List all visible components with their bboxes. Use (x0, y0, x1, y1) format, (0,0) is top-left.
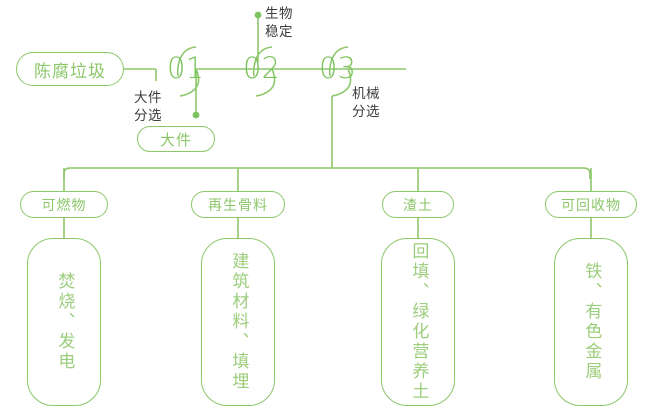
outcome-box-recyclables[interactable]: 铁、有色金属 (554, 238, 628, 406)
step-label-bulky-sorting: 大件 分选 (134, 90, 162, 126)
step-number-03[interactable]: 03 (319, 51, 356, 85)
dot-bio-branch (254, 11, 262, 19)
step-label-mechanical-sorting-line1: 机械 (352, 86, 380, 102)
outcome-text-recycled-aggregate: 建筑材料、填埋 (228, 252, 249, 392)
outcome-box-recycled-aggregate[interactable]: 建筑材料、填埋 (201, 238, 275, 406)
source-node-aged-waste[interactable]: 陈腐垃圾 (16, 52, 124, 86)
outcome-text-recyclables: 铁、有色金属 (581, 262, 602, 382)
outcome-box-residue-soil[interactable]: 回填、绿化营养土 (381, 238, 455, 406)
step-number-02[interactable]: 02 (243, 51, 280, 85)
category-pill-combustible[interactable]: 可燃物 (20, 191, 108, 218)
outcome-text-combustible: 焚烧、发电 (54, 272, 75, 372)
step-label-mechanical-sorting-line2: 分选 (352, 103, 380, 120)
step-label-mechanical-sorting: 机械 分选 (352, 86, 380, 122)
dot-bulky-branch (192, 111, 200, 119)
category-pill-residue-soil[interactable]: 渣土 (382, 191, 454, 218)
outcome-text-residue-soil: 回填、绿化营养土 (408, 242, 429, 402)
distribution-bus (63, 167, 591, 179)
step-label-bio-stabilization-line2: 稳定 (265, 23, 293, 40)
step-label-bulky-sorting-line1: 大件 (134, 90, 162, 106)
output-node-bulky[interactable]: 大件 (137, 126, 215, 152)
step-number-01[interactable]: 01 (167, 51, 204, 85)
category-pill-recycled-aggregate[interactable]: 再生骨料 (191, 191, 285, 218)
step-label-bio-stabilization-line1: 生物 (265, 6, 293, 22)
step-label-bulky-sorting-line2: 分选 (134, 107, 162, 124)
outcome-box-combustible[interactable]: 焚烧、发电 (27, 238, 101, 406)
category-pill-recyclables[interactable]: 可回收物 (545, 191, 637, 218)
step-label-bio-stabilization: 生物 稳定 (265, 6, 293, 42)
